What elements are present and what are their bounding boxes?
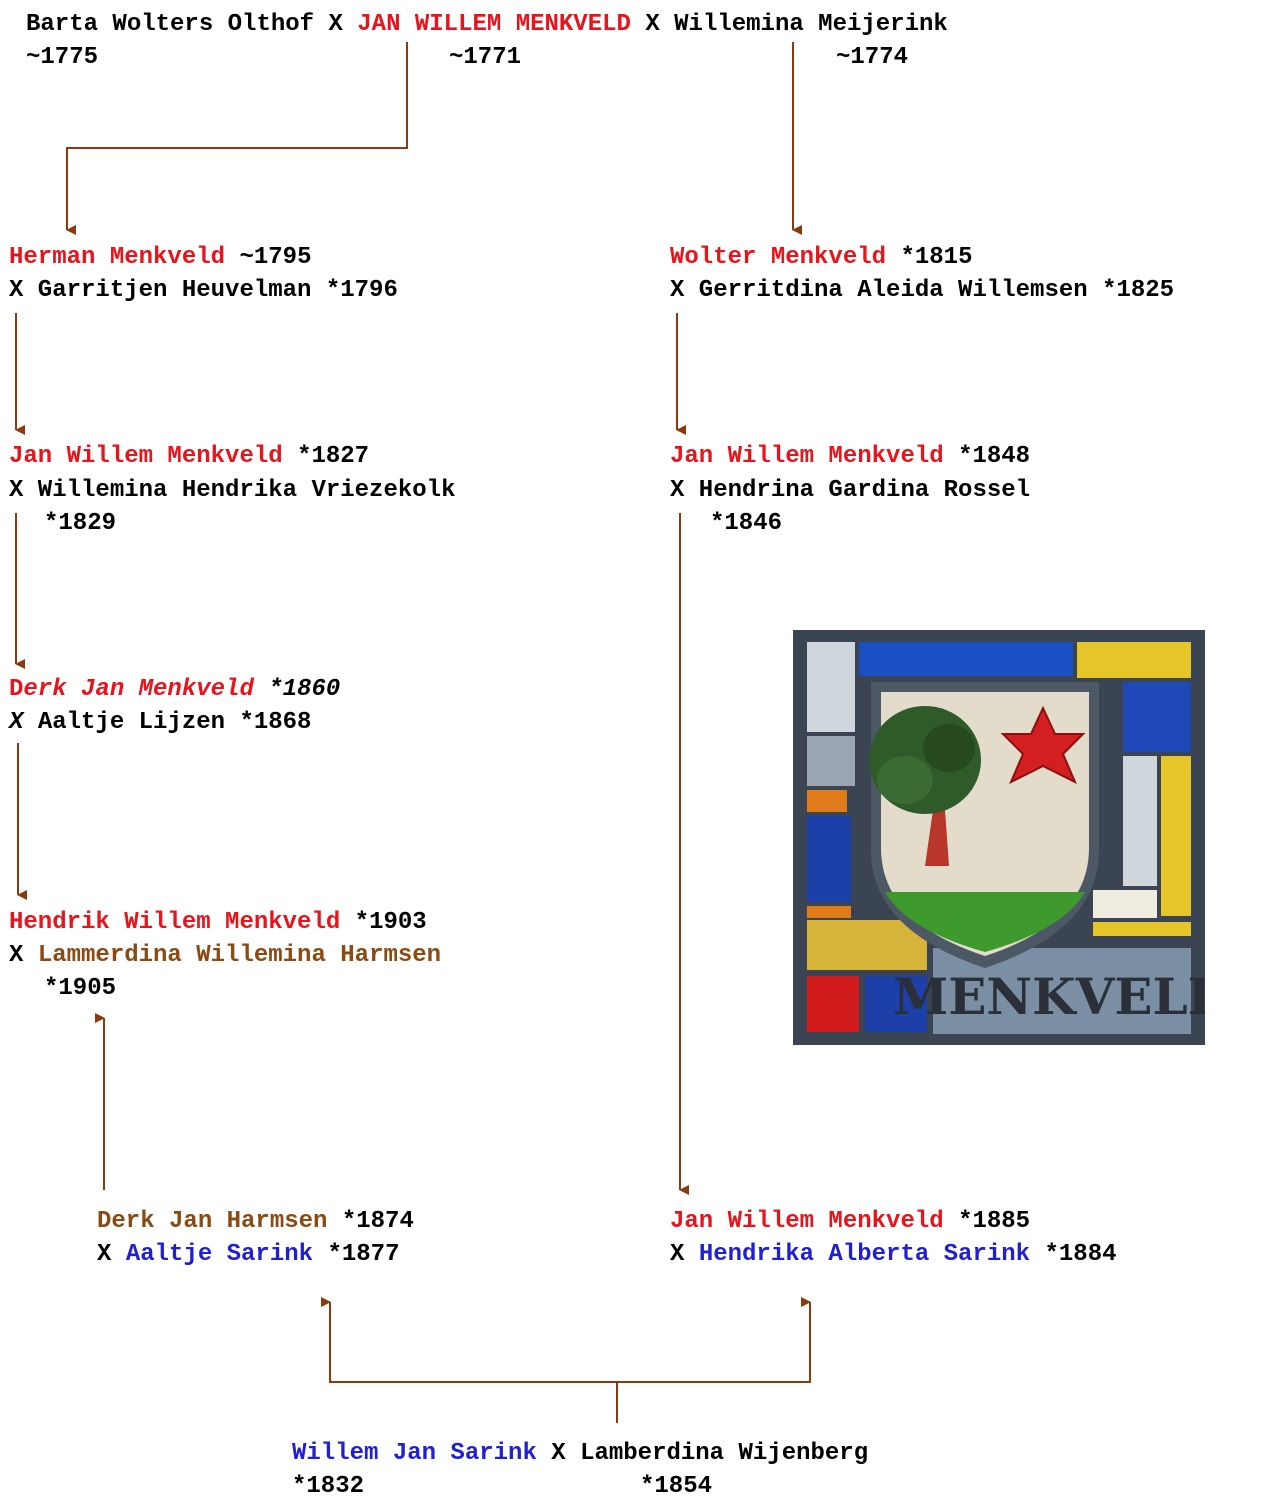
- marriage-x: X: [670, 1241, 685, 1268]
- person-jw1848: Jan Willem Menkveld: [670, 443, 944, 470]
- star-icon: [1000, 705, 1086, 785]
- person-barta: Barta Wolters Olthof: [26, 11, 315, 38]
- wolter-line: Wolter Menkveld *1815: [670, 244, 972, 272]
- marriage-x: X: [645, 11, 660, 38]
- herman-spouse: X Garritjen Heuvelman *1796: [9, 277, 398, 304]
- marriage-x: X: [97, 1241, 112, 1268]
- tree-icon: [869, 706, 981, 866]
- date-jan-willem: ~1771: [449, 44, 522, 71]
- menkveld-crest-image: MENKVELD: [793, 630, 1205, 1045]
- marriage-x: X: [551, 1440, 566, 1467]
- date-wolter: *1815: [900, 244, 973, 271]
- harmsen-line: Derk Jan Harmsen *1874: [97, 1208, 414, 1236]
- person-willemina: Willemina Meijerink: [674, 11, 948, 38]
- derk-line: Derk Jan Menkveld *1860: [9, 676, 340, 704]
- arrow-to-herman: [66, 42, 408, 235]
- date-herman: ~1795: [239, 244, 312, 271]
- person-wolter: Wolter Menkveld: [670, 244, 887, 271]
- date-barta: ~1775: [26, 44, 99, 71]
- person-jw1885: Jan Willem Menkveld: [670, 1208, 944, 1235]
- date-aaltje: *1877: [327, 1241, 400, 1268]
- date-hendrik: *1903: [354, 909, 427, 936]
- person-jw1827: Jan Willem Menkveld: [9, 443, 283, 470]
- jw1885-spouse-line: X Hendrika Alberta Sarink *1884: [670, 1241, 1117, 1269]
- arrow-up-to-aaltje: [321, 1297, 618, 1423]
- date-jw1827: *1827: [297, 443, 370, 470]
- date-harmsen: *1874: [341, 1208, 414, 1235]
- top-couple-line: Barta Wolters Olthof X JAN WILLEM MENKVE…: [26, 11, 948, 39]
- arrow-up-to-hendrika: [617, 1297, 811, 1383]
- person-aaltje-sarink: Aaltje Sarink: [125, 1241, 314, 1268]
- jw1827-spouse: X Willemina Hendrika Vriezekolk: [9, 477, 456, 504]
- herman-line: Herman Menkveld ~1795: [9, 244, 311, 272]
- derk-spouse: Aaltje Lijzen *1868: [37, 709, 312, 736]
- person-hendrika-sarink: Hendrika Alberta Sarink: [698, 1241, 1031, 1268]
- jw1827-line: Jan Willem Menkveld *1827: [9, 443, 369, 471]
- person-jan-willem-menkveld: JAN WILLEM MENKVELD: [357, 11, 631, 38]
- date-willem-jan: *1832: [292, 1473, 365, 1497]
- marriage-x: X: [328, 11, 343, 38]
- date-jw1885: *1885: [958, 1208, 1031, 1235]
- date-willemina: ~1774: [836, 44, 909, 71]
- date-jw1848: *1848: [958, 443, 1031, 470]
- crest-word: MENKVELD: [893, 967, 1205, 1026]
- wolter-spouse: X Gerritdina Aleida Willemsen *1825: [670, 277, 1175, 304]
- person-lamberdina: Lamberdina Wijenberg: [580, 1440, 869, 1467]
- marriage-x: X: [9, 709, 24, 736]
- date-lamberdina: *1854: [640, 1473, 713, 1497]
- person-derk-initial: D: [9, 676, 24, 703]
- hendrik-spouse-line: X Lammerdina Willemina Harmsen: [9, 942, 441, 970]
- sarink-line: Willem Jan Sarink X Lamberdina Wijenberg: [292, 1440, 868, 1468]
- jw1885-line: Jan Willem Menkveld *1885: [670, 1208, 1030, 1236]
- derk-spouse-line: X Aaltje Lijzen *1868: [9, 709, 311, 737]
- hendrik-line: Hendrik Willem Menkveld *1903: [9, 909, 427, 937]
- jw1848-spouse: X Hendrina Gardina Rossel: [670, 477, 1031, 504]
- person-derk: erk Jan Menkveld: [23, 676, 254, 703]
- date-hendrika: *1884: [1044, 1241, 1117, 1268]
- date-derk: *1860: [268, 676, 341, 703]
- person-lammerdina: Lammerdina Willemina Harmsen: [37, 942, 442, 969]
- person-hendrik: Hendrik Willem Menkveld: [9, 909, 341, 936]
- harmsen-spouse-line: X Aaltje Sarink *1877: [97, 1241, 399, 1269]
- person-harmsen: Derk Jan Harmsen: [97, 1208, 328, 1235]
- jw1848-spouse-date: *1846: [710, 510, 783, 537]
- marriage-x: X: [9, 942, 24, 969]
- person-herman: Herman Menkveld: [9, 244, 226, 271]
- person-willem-jan-sarink: Willem Jan Sarink: [292, 1440, 537, 1467]
- jw1827-spouse-date: *1829: [44, 510, 117, 537]
- lammerdina-date: *1905: [44, 975, 117, 1002]
- jw1848-line: Jan Willem Menkveld *1848: [670, 443, 1030, 471]
